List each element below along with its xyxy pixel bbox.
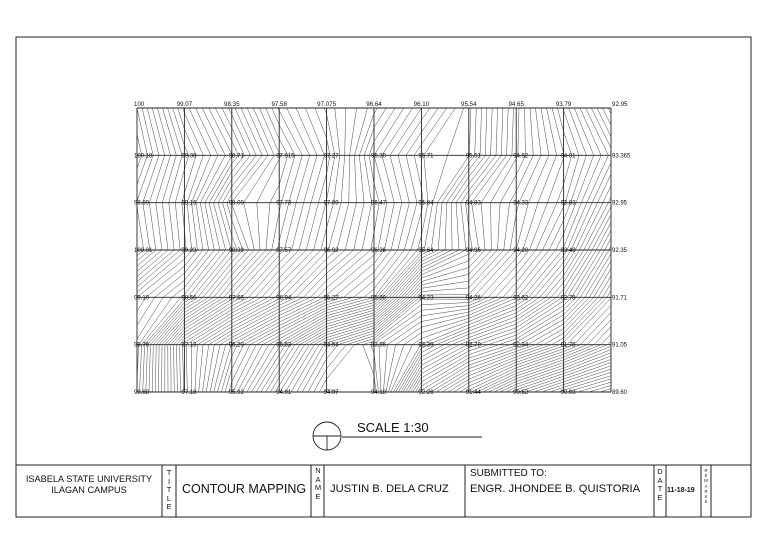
- name-vertical-label: N A M E: [314, 466, 322, 501]
- elevation-label: 91.71: [612, 295, 628, 301]
- contour-lines: [136, 107, 612, 393]
- elevation-label: 95.71: [418, 153, 434, 159]
- elevation-label: 94.23: [418, 295, 434, 301]
- elevation-label: 94.65: [508, 101, 524, 108]
- elevation-label: 95.51: [466, 153, 482, 159]
- elevation-label: 93.365: [612, 153, 631, 159]
- drawing-date: 11-18-19: [667, 487, 695, 494]
- elevation-label: 94.96: [466, 248, 482, 254]
- elevation-label: 94.54: [324, 343, 340, 349]
- elevation-label: 94.62: [513, 153, 529, 159]
- elevation-label: 99.89: [134, 201, 150, 207]
- remarks-vertical-label: R E M A R K S: [704, 468, 708, 505]
- title-vertical-label: T I T L E: [166, 468, 172, 512]
- elevation-label: 92.78: [561, 295, 577, 301]
- elevation-label: 97.65: [229, 295, 245, 301]
- elevation-label: 98.09: [229, 201, 245, 207]
- elevation-label: 92.95: [612, 101, 628, 108]
- elevation-label: 92.34: [513, 343, 529, 349]
- elevation-label: 97.13: [181, 343, 197, 349]
- survey-grid: [136, 107, 612, 393]
- elevation-label: 97.18: [181, 390, 197, 396]
- elevation-label: 98.35: [224, 101, 240, 108]
- elevation-label: 94.20: [513, 248, 529, 254]
- elevation-label: 96.92: [324, 248, 340, 254]
- elevation-label: 98.71: [229, 153, 245, 159]
- submitted-to-name: ENGR. JHONDEE B. QUISTORIA: [470, 483, 641, 495]
- elevation-label: 93.62: [513, 295, 529, 301]
- elevation-label: 94.33: [513, 201, 529, 207]
- elevation-label: 91.44: [466, 390, 482, 396]
- elevation-label: 92.26: [418, 390, 434, 396]
- elevation-label: 99.23: [181, 248, 197, 254]
- elevation-label: 90.62: [513, 390, 529, 396]
- elevation-label: 97.58: [271, 101, 287, 108]
- elevation-label: 96.47: [371, 201, 387, 207]
- elevation-label: 96.30: [371, 153, 387, 159]
- institution-name: ISABELA STATE UNIVERSITY: [25, 474, 153, 484]
- elevation-label: 90.03: [561, 390, 577, 396]
- elevation-label: 97.73: [276, 201, 292, 207]
- elevation-label: 96.29: [229, 343, 245, 349]
- elevation-label: 95.92: [229, 390, 245, 396]
- elevation-label: 95.84: [418, 201, 434, 207]
- elevation-label: 100.18: [134, 153, 153, 159]
- elevation-label: 96.94: [276, 295, 292, 301]
- sheet-border: [15, 36, 752, 518]
- elevation-label: 96.27: [324, 295, 340, 301]
- elevation-label: 94.26: [466, 295, 482, 301]
- elevation-label: 98.56: [181, 295, 197, 301]
- elevation-label: 98.68: [134, 390, 150, 396]
- elevation-label: 98.76: [134, 343, 150, 349]
- elevation-label: 95.80: [371, 295, 387, 301]
- elevation-label: 94.91: [276, 390, 292, 396]
- campus-name: ILAGAN CAMPUS: [51, 485, 127, 495]
- elevation-label: 94.07: [324, 390, 340, 396]
- elevation-label: 94.01: [561, 153, 577, 159]
- elevation-label: 95.53: [276, 343, 292, 349]
- north-arrow-symbol: [312, 421, 342, 451]
- elevation-label: 93.96: [371, 343, 387, 349]
- elevation-label: 92.78: [466, 343, 482, 349]
- elevation-label: 95.64: [418, 248, 434, 254]
- elevation-label: 100: [134, 101, 145, 108]
- elevation-label: 97.09: [324, 201, 340, 207]
- elevation-label: 91.75: [561, 343, 577, 349]
- elevation-label: 96.10: [414, 101, 430, 108]
- elevation-label: 97.27: [324, 153, 340, 159]
- elevation-label: 93.83: [561, 201, 577, 207]
- elevation-labels: 100 99.07 98.35 97.58 97.075 96.64 96.10 95.54 9…: [134, 101, 631, 396]
- elevation-label: 92.35: [612, 248, 628, 254]
- institution-block: ISABELA STATE UNIVERSITY ILAGAN CAMPUS: [16, 474, 162, 496]
- elevation-label: 91.05: [612, 343, 628, 349]
- elevation-label: 94.83: [466, 201, 482, 207]
- elevation-label: 93.48: [561, 248, 577, 254]
- elevation-label: 99.10: [134, 295, 150, 301]
- submitted-to-label: SUBMITTED TO:: [470, 468, 547, 479]
- elevation-label: 99.36: [181, 153, 197, 159]
- elevation-label: 96.36: [371, 248, 387, 254]
- elevation-label: 97.915: [276, 153, 295, 159]
- elevation-label: 97.075: [317, 101, 336, 108]
- title-block-lines: [16, 464, 751, 517]
- elevation-label: 97.57: [276, 248, 292, 254]
- elevation-label: 94.18: [371, 390, 387, 396]
- elevation-label: 89.60: [612, 390, 628, 396]
- elevation-label: 93.79: [556, 101, 572, 108]
- author-name: JUSTIN B. DELA CRUZ: [330, 483, 449, 495]
- elevation-label: 96.64: [366, 101, 382, 108]
- elevation-label: 95.54: [461, 101, 477, 108]
- elevation-label: 92.95: [612, 201, 628, 207]
- date-vertical-label: D A T E: [657, 467, 663, 502]
- contour-path: [136, 107, 612, 393]
- elevation-label: 98.39: [229, 248, 245, 254]
- elevation-label: 99.16: [181, 201, 197, 207]
- drawing-title: CONTOUR MAPPING: [182, 482, 307, 496]
- elevation-label: 100.01: [134, 248, 153, 254]
- scale-label: SCALE 1:30: [357, 420, 429, 435]
- elevation-label: 99.07: [177, 101, 193, 108]
- elevation-label: 93.39: [418, 343, 434, 349]
